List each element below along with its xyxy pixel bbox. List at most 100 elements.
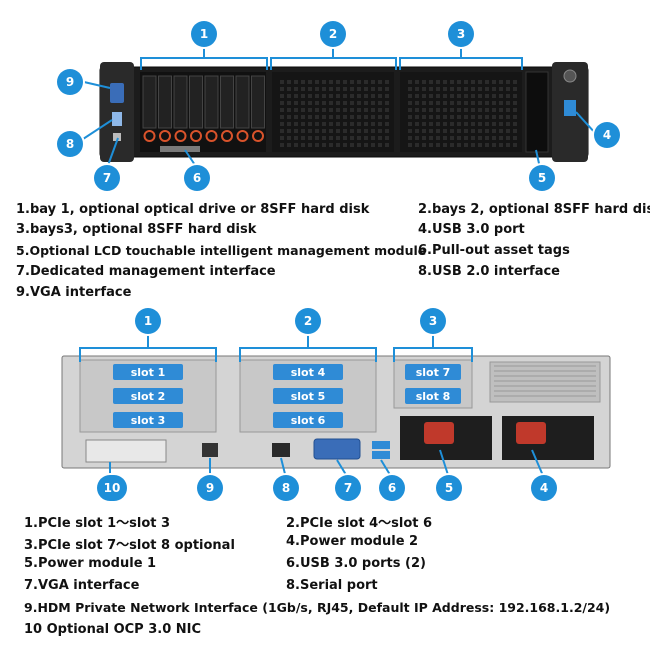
vent-hole (336, 101, 340, 105)
rear-caption-3: 3.PCIe slot 7～slot 8 optional (24, 534, 235, 553)
vent-hole (350, 87, 354, 91)
vent-hole (357, 80, 361, 84)
vent-hole (443, 136, 447, 140)
vent-hole (457, 143, 461, 147)
vent-hole (329, 80, 333, 84)
vent-hole (343, 129, 347, 133)
vent-hole (294, 136, 298, 140)
front-caption-7: 7.Dedicated management interface (16, 264, 276, 279)
vent-hole (287, 87, 291, 91)
vent-hole (478, 94, 482, 98)
vent-hole (485, 129, 489, 133)
vent-hole (492, 108, 496, 112)
vent-hole (371, 108, 375, 112)
vent-hole (408, 115, 412, 119)
vent-hole (378, 122, 382, 126)
vent-hole (443, 129, 447, 133)
vent-hole (422, 87, 426, 91)
front-caption-3: 3.bays3, optional 8SFF hard disk (16, 222, 256, 237)
vent-hole (506, 87, 510, 91)
ocp-nic (86, 440, 166, 462)
vent-hole (343, 80, 347, 84)
vent-hole (513, 136, 517, 140)
vent-hole (464, 115, 468, 119)
vent-hole (343, 94, 347, 98)
vent-hole (422, 101, 426, 105)
vent-hole (422, 94, 426, 98)
rear-usb-2 (372, 451, 390, 459)
vent-hole (443, 143, 447, 147)
vent-hole (408, 87, 412, 91)
vent-hole (294, 129, 298, 133)
front-badge-5: 5 (529, 165, 555, 191)
vent-hole (364, 94, 368, 98)
vent-hole (513, 129, 517, 133)
vent-hole (471, 115, 475, 119)
vent-hole (436, 94, 440, 98)
slot-5-label: slot 5 (273, 388, 343, 404)
slot-6-label: slot 6 (273, 412, 343, 428)
vent-hole (378, 101, 382, 105)
vent-hole (499, 94, 503, 98)
vent-hole (506, 94, 510, 98)
vent-hole (329, 94, 333, 98)
vent-hole (408, 129, 412, 133)
vent-hole (294, 122, 298, 126)
vent-hole (415, 101, 419, 105)
vent-hole (371, 122, 375, 126)
rear-badge-9: 9 (197, 475, 223, 501)
vent-hole (415, 122, 419, 126)
vent-hole (378, 80, 382, 84)
vent-hole (471, 129, 475, 133)
vent-hole (471, 122, 475, 126)
vent-hole (471, 143, 475, 147)
vent-hole (378, 129, 382, 133)
rear-badge-8: 8 (273, 475, 299, 501)
rear-badge-3: 3 (420, 308, 446, 334)
vent-hole (280, 108, 284, 112)
vent-hole (422, 80, 426, 84)
vent-hole (301, 143, 305, 147)
vent-hole (371, 129, 375, 133)
vent-hole (436, 108, 440, 112)
vent-hole (408, 136, 412, 140)
vent-hole (336, 136, 340, 140)
front-caption-6: 6.Pull-out asset tags (418, 243, 570, 258)
vent-hole (378, 94, 382, 98)
vent-hole (478, 122, 482, 126)
vent-hole (280, 87, 284, 91)
front-caption-5: 5.Optional LCD touchable intelligent man… (16, 243, 426, 258)
vent-hole (513, 115, 517, 119)
vent-hole (429, 101, 433, 105)
vent-hole (450, 80, 454, 84)
vent-hole (443, 80, 447, 84)
vent-hole (287, 122, 291, 126)
vent-hole (357, 87, 361, 91)
vent-hole (294, 101, 298, 105)
vent-hole (308, 115, 312, 119)
vent-hole (429, 80, 433, 84)
vent-hole (422, 136, 426, 140)
vent-hole (450, 108, 454, 112)
vent-hole (315, 87, 319, 91)
vent-hole (499, 87, 503, 91)
vent-hole (385, 143, 389, 147)
slot-7-label: slot 7 (405, 364, 461, 380)
vent-hole (294, 87, 298, 91)
vent-hole (485, 108, 489, 112)
vent-hole (357, 115, 361, 119)
vent-hole (308, 122, 312, 126)
vent-hole (357, 136, 361, 140)
vent-hole (308, 87, 312, 91)
vent-hole (329, 115, 333, 119)
lcd-module (526, 72, 548, 152)
vent-hole (385, 101, 389, 105)
vent-hole (336, 108, 340, 112)
vent-hole (301, 129, 305, 133)
vent-hole (308, 94, 312, 98)
vent-hole (464, 108, 468, 112)
vent-hole (422, 108, 426, 112)
vent-hole (287, 115, 291, 119)
vent-hole (315, 122, 319, 126)
vent-hole (343, 136, 347, 140)
